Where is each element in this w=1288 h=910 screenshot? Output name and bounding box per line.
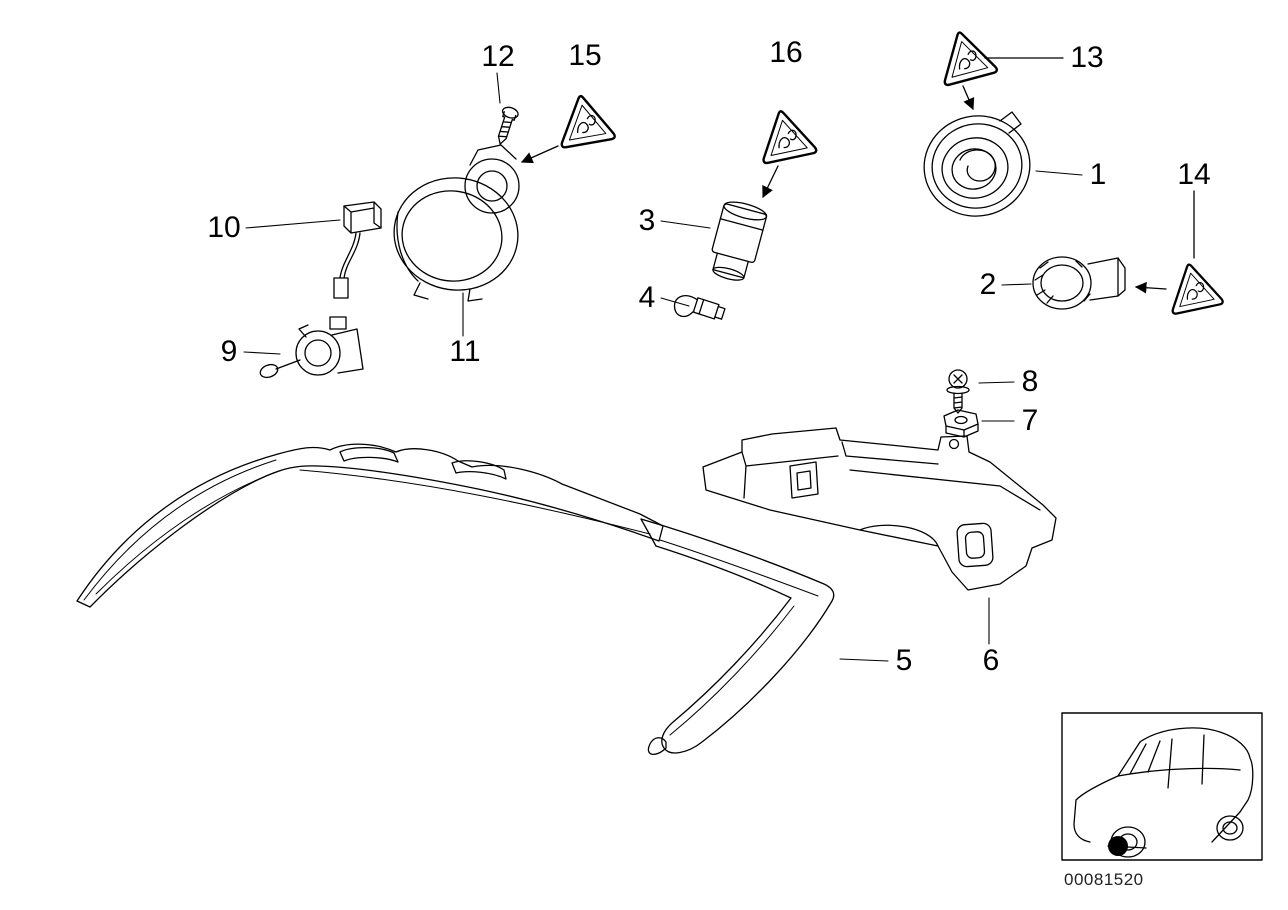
callout-1[interactable]: 1 <box>1089 158 1107 191</box>
callout-13[interactable]: 13 <box>1070 41 1104 74</box>
part-1-drawing <box>923 111 1031 217</box>
part-2-drawing <box>1032 256 1126 310</box>
part-10-drawing <box>333 201 382 299</box>
part-11-drawing <box>393 144 520 302</box>
warning-triangle-13-icon <box>932 24 1064 111</box>
callout-10[interactable]: 10 <box>207 211 241 244</box>
leader-lines <box>243 72 1083 662</box>
part-3-drawing <box>711 201 768 281</box>
diagram-id: 00081520 <box>1064 870 1144 889</box>
part-12-drawing <box>497 106 519 145</box>
part-7-drawing <box>943 409 979 438</box>
callout-9[interactable]: 9 <box>220 335 238 368</box>
callout-8[interactable]: 8 <box>1021 365 1039 398</box>
callout-11[interactable]: 11 <box>449 335 481 368</box>
callout-16[interactable]: 16 <box>769 36 803 69</box>
warning-triangle-14-icon <box>1134 190 1225 316</box>
callout-5[interactable]: 5 <box>895 644 913 677</box>
warning-triangle-15-icon <box>520 90 617 164</box>
highlight-location-dot <box>1108 836 1128 856</box>
part-6-drawing <box>702 427 1057 591</box>
callout-3[interactable]: 3 <box>638 204 656 237</box>
part-5-drawing <box>76 443 835 755</box>
callout-4[interactable]: 4 <box>638 281 656 314</box>
callout-7[interactable]: 7 <box>1021 404 1039 437</box>
callout-15[interactable]: 15 <box>568 39 602 72</box>
callout-6[interactable]: 6 <box>982 644 1000 677</box>
callout-14[interactable]: 14 <box>1177 158 1211 191</box>
part-4-drawing <box>673 295 726 320</box>
callout-2[interactable]: 2 <box>979 268 997 301</box>
warning-triangle-16-icon <box>753 104 818 199</box>
car-location-inset <box>1061 712 1263 861</box>
callout-12[interactable]: 12 <box>481 40 515 73</box>
part-8-drawing <box>946 369 970 414</box>
part-9-drawing <box>259 316 364 379</box>
